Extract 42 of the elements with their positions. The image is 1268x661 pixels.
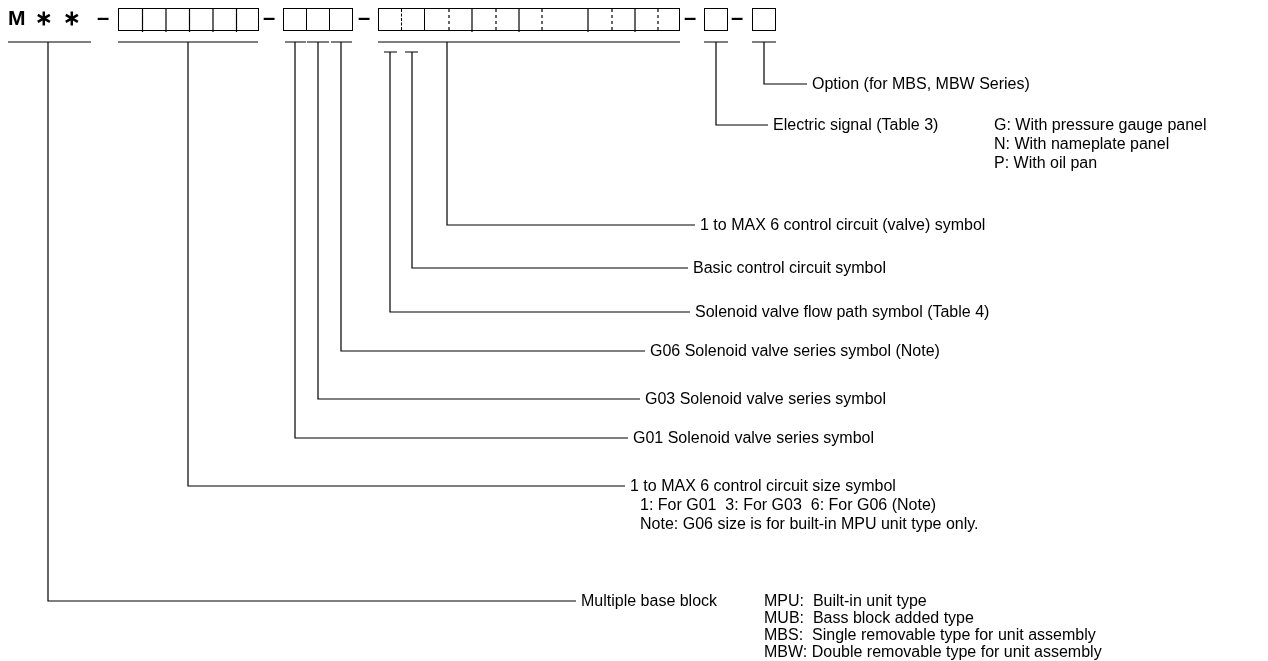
leader-line xyxy=(377,41,696,226)
option-text: MBS: Single removable type for unit assembly xyxy=(764,626,1096,644)
option-text: MBW: Double removable type for unit assembly xyxy=(764,643,1102,661)
separator-dash: – xyxy=(358,7,371,29)
separator-dash: – xyxy=(263,7,276,29)
callout-text: Electric signal (Table 3) xyxy=(773,116,939,134)
code-prefix: M ∗ ∗ xyxy=(8,6,82,30)
code-box xyxy=(329,8,353,31)
callout-text: Basic control circuit symbol xyxy=(693,259,886,277)
code-box xyxy=(752,8,776,31)
code-box-group xyxy=(118,8,259,31)
code-box xyxy=(306,8,330,31)
callout-text: Multiple base block xyxy=(581,592,718,610)
callout-text: 1 to MAX 6 control circuit size symbol xyxy=(630,477,896,495)
code-box-group xyxy=(378,8,680,31)
leader-line xyxy=(117,41,626,487)
callout-text: G06 Solenoid valve series symbol (Note) xyxy=(650,342,940,360)
option-text: Note: G06 size is for built-in MPU unit type only. xyxy=(640,515,979,533)
callout-text: Solenoid valve flow path symbol (Table 4) xyxy=(695,303,990,321)
separator-dash: – xyxy=(684,7,697,29)
leader-line xyxy=(330,41,646,352)
leader-line xyxy=(284,41,629,439)
callout-text: Option (for MBS, MBW Series) xyxy=(812,75,1030,93)
code-box xyxy=(704,8,728,31)
leader-line xyxy=(703,41,769,126)
option-text: MPU: Built-in unit type xyxy=(764,592,927,610)
code-box xyxy=(283,8,307,31)
callout-text: G03 Solenoid valve series symbol xyxy=(645,390,886,408)
option-text: N: With nameplate panel xyxy=(994,135,1170,153)
leader-line xyxy=(306,41,641,400)
separator-dash: – xyxy=(97,7,110,29)
leader-line xyxy=(751,41,808,85)
leader-line xyxy=(383,51,691,313)
callout-text: 1 to MAX 6 control circuit (valve) symbol xyxy=(700,216,986,234)
option-text: MUB: Bass block added type xyxy=(764,609,974,627)
leader-line xyxy=(7,41,577,602)
callout-text: G01 Solenoid valve series symbol xyxy=(633,429,874,447)
option-text: G: With pressure gauge panel xyxy=(994,116,1207,134)
option-text: 1: For G01 3: For G03 6: For G06 (Note) xyxy=(640,496,937,514)
leader-line xyxy=(404,51,689,269)
option-text: P: With oil pan xyxy=(994,154,1098,172)
separator-dash: – xyxy=(731,7,744,29)
